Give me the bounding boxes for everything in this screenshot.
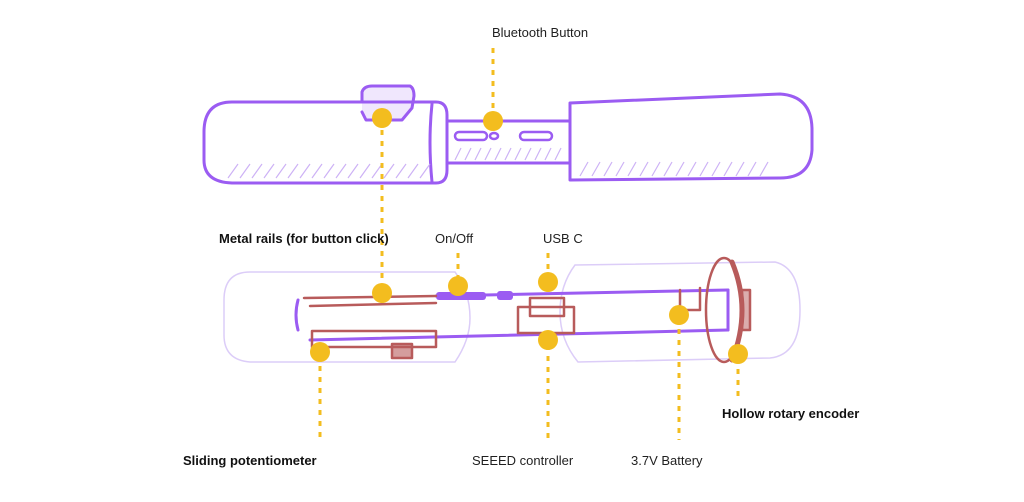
shaft-slot-left xyxy=(453,130,489,142)
open-device-ghost-shells xyxy=(223,261,801,363)
marker-slide-button xyxy=(372,108,392,128)
label-usb-c: USB C xyxy=(543,231,583,246)
marker-bluetooth-button xyxy=(483,111,503,131)
marker-on-off xyxy=(448,276,468,296)
left-cap-outline xyxy=(202,100,449,185)
left-cap-rim xyxy=(428,102,434,184)
right-cap-outline xyxy=(568,92,814,182)
marker-seeed-controller xyxy=(538,330,558,350)
label-sliding-potentiometer: Sliding potentiometer xyxy=(183,453,317,468)
label-on-off: On/Off xyxy=(435,231,474,246)
label-hollow-rotary-encoder: Hollow rotary encoder xyxy=(722,406,860,421)
label-bluetooth-button: Bluetooth Button xyxy=(492,25,589,40)
label-battery: 3.7V Battery xyxy=(631,453,703,468)
marker-battery xyxy=(669,305,689,325)
marker-encoder xyxy=(728,344,748,364)
middle-shaft-outline xyxy=(445,119,572,165)
shaft-slot-right xyxy=(518,130,554,142)
marker-dots xyxy=(310,108,748,364)
marker-potentiometer xyxy=(310,342,330,362)
label-metal-rails: Metal rails (for button click) xyxy=(219,231,389,246)
hatching xyxy=(227,147,769,179)
leader-lines xyxy=(318,48,740,440)
marker-usb-c xyxy=(538,272,558,292)
label-seeed-controller: SEEED controller xyxy=(472,453,574,468)
marker-metal-rails xyxy=(372,283,392,303)
bluetooth-button-hole xyxy=(488,131,500,141)
